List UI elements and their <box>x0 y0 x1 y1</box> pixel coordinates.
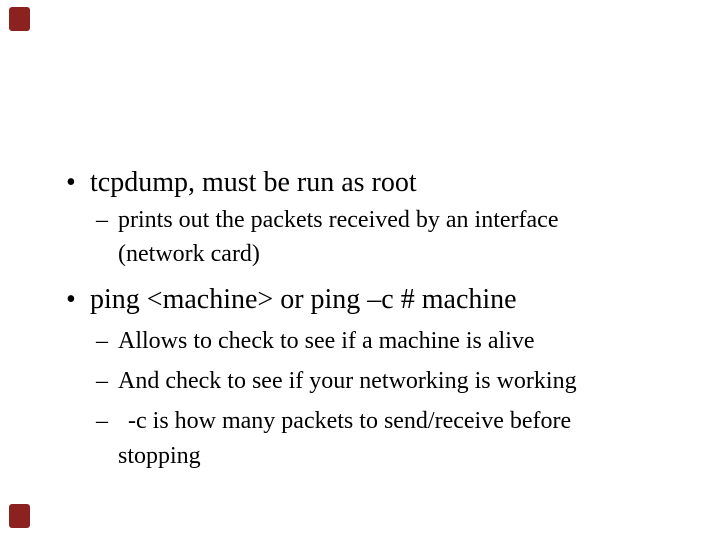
sub-bullet-allows: – Allows to check to see if a machine is… <box>96 324 535 358</box>
sub-bullet-andcheck-line-1: And check to see if your networking is w… <box>118 368 577 394</box>
sub-bullet-prints: – prints out the packets received by an … <box>96 203 558 271</box>
bullet-item-tcpdump: • tcpdump, must be run as root <box>66 165 417 201</box>
dash-icon: – <box>96 368 108 394</box>
corner-marker-bottom-left-icon <box>9 504 30 528</box>
sub-bullet-allows-line-1: Allows to check to see if a machine is a… <box>118 328 535 354</box>
bullet-icon: • <box>66 167 76 198</box>
bullet-item-ping: • ping <machine> or ping –c # machine <box>66 282 517 318</box>
sub-bullet-count-flag-line-1: -c is how many packets to send/receive b… <box>128 408 572 434</box>
dash-icon: – <box>96 328 108 354</box>
dash-icon: – <box>96 207 108 233</box>
bullet-icon: • <box>66 284 76 315</box>
sub-bullet-andcheck: – And check to see if your networking is… <box>96 364 577 398</box>
corner-marker-top-left-icon <box>9 7 30 31</box>
sub-bullet-prints-line-2: (network card) <box>118 241 260 267</box>
bullet-item-ping-text: ping <machine> or ping –c # machine <box>90 284 517 315</box>
sub-bullet-count-flag-line-2: stopping <box>118 443 201 469</box>
sub-bullet-prints-line-1: prints out the packets received by an in… <box>118 207 559 233</box>
dash-icon: – <box>96 408 108 434</box>
sub-bullet-count-flag: – -c is how many packets to send/receive… <box>96 404 571 474</box>
bullet-item-tcpdump-text: tcpdump, must be run as root <box>90 167 417 198</box>
